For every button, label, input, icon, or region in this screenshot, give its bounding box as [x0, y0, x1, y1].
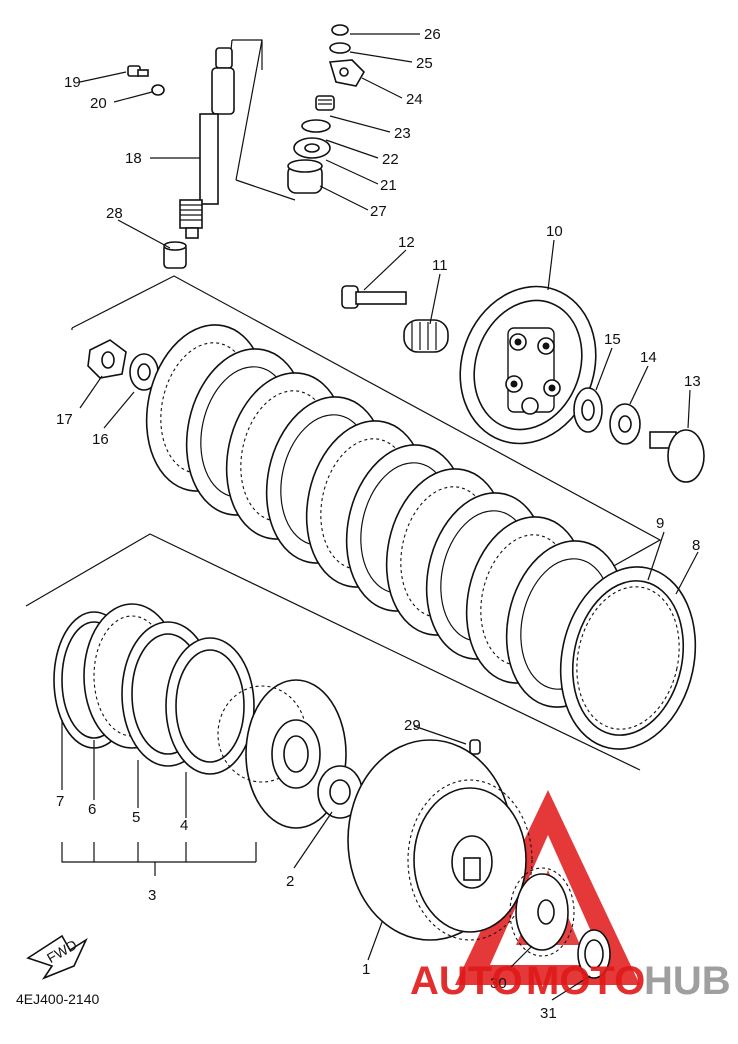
watermark-text: AUTO MOTO HUB	[410, 959, 731, 1003]
callout-22: 22	[382, 151, 399, 168]
callout-27: 27	[370, 203, 387, 220]
callout-10: 10	[546, 223, 563, 240]
callout-1: 1	[362, 961, 370, 978]
callout-21: 21	[380, 177, 397, 194]
callout-16: 16	[92, 431, 109, 448]
callout-24: 24	[406, 91, 423, 108]
callout-12: 12	[398, 234, 415, 251]
callout-6: 6	[88, 801, 96, 818]
clutch-housing	[347, 739, 611, 979]
callout-5: 5	[132, 809, 140, 826]
callout-15: 15	[604, 331, 621, 348]
callout-19: 19	[64, 74, 81, 91]
diagram-code: 4EJ400-2140	[16, 991, 100, 1007]
leader-lines	[61, 33, 699, 1001]
callout-26: 26	[424, 26, 441, 43]
forward-arrow-icon: FWD	[26, 934, 88, 980]
watermark-moto: MOTO	[526, 959, 645, 1003]
callout-2: 2	[286, 873, 294, 890]
clutch-plate-stack	[71, 275, 697, 750]
callout-7: 7	[56, 793, 64, 810]
callout-8: 8	[692, 537, 700, 554]
callout-18: 18	[125, 150, 142, 167]
callout-20: 20	[90, 95, 107, 112]
watermark-hub: HUB	[644, 959, 731, 1003]
damper-assembly	[25, 533, 641, 876]
callout-17: 17	[56, 411, 73, 428]
callout-28: 28	[106, 205, 123, 222]
nut-and-washer	[87, 339, 159, 391]
push-rod-assembly	[127, 39, 296, 269]
callouts: 19 20 18 28 26 25 24 23 22 21 27 12 11 1…	[56, 26, 701, 1022]
callout-29: 29	[404, 717, 421, 734]
lever-assembly	[287, 24, 365, 194]
callout-14: 14	[640, 349, 657, 366]
callout-13: 13	[684, 373, 701, 390]
watermark-auto: AUTO	[410, 959, 523, 1003]
callout-23: 23	[394, 125, 411, 142]
pressure-plate-assembly	[341, 285, 705, 483]
callout-3: 3	[148, 887, 156, 904]
callout-11: 11	[432, 257, 448, 274]
callout-31: 31	[540, 1005, 557, 1022]
callout-25: 25	[416, 55, 433, 72]
callout-4: 4	[180, 817, 188, 834]
callout-30: 30	[490, 975, 507, 992]
callout-9: 9	[656, 515, 664, 532]
